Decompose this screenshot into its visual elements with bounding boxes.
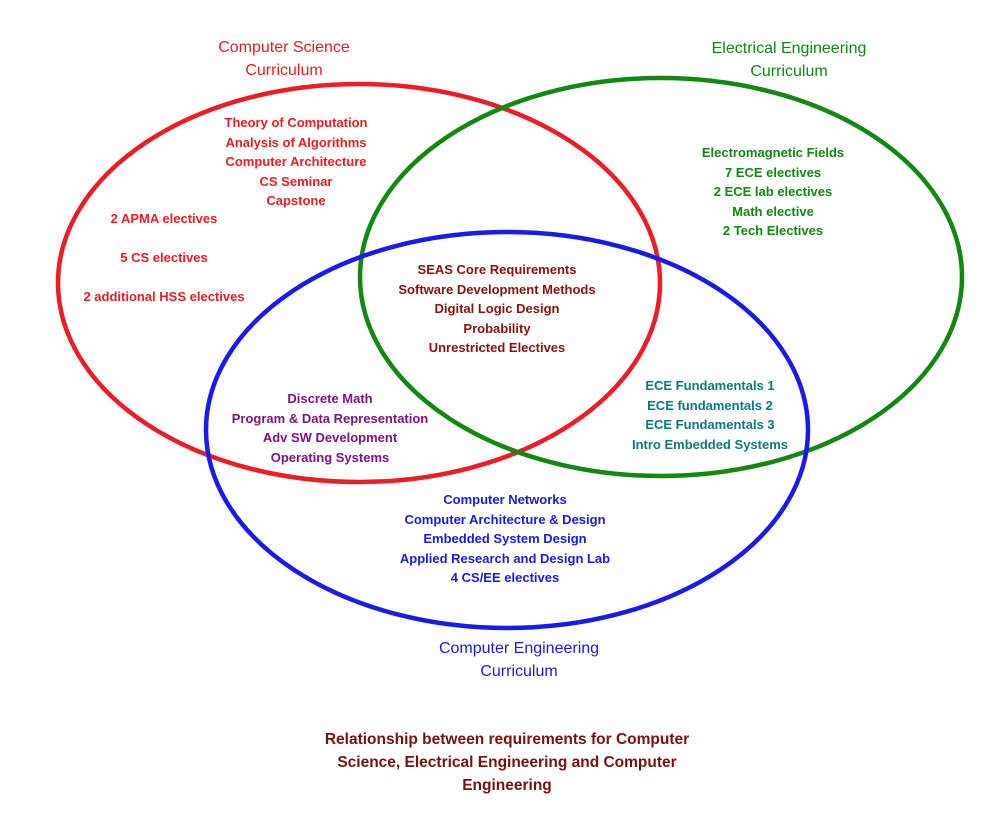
- ee-item: 7 ECE electives: [724, 164, 822, 180]
- cs-core-item: Computer Architecture: [225, 154, 367, 169]
- caption-line: Science, Electrical Engineering and Comp…: [337, 754, 677, 771]
- cs-elective-hss: 2 additional HSS electives: [64, 289, 264, 304]
- cs-ce-item: Discrete Math: [287, 391, 373, 406]
- caption-line: Relationship between requirements for Co…: [324, 731, 690, 748]
- ee-item: 2 ECE lab electives: [713, 184, 833, 199]
- all-three-overlap-list: SEAS Core Requirements Software Developm…: [367, 260, 627, 358]
- ce-circle: [203, 229, 811, 631]
- cs-ce-item: Adv SW Development: [262, 430, 398, 445]
- diagram-caption: Relationship between requirements for Co…: [257, 728, 757, 797]
- shared-item: Unrestricted Electives: [428, 340, 566, 355]
- ce-title-line-1: Computer Engineering: [438, 640, 600, 657]
- ce-list: Computer Networks Computer Architecture …: [365, 490, 645, 588]
- caption-line: Engineering: [462, 777, 552, 794]
- cs-ce-item: Program & Data Representation: [231, 410, 429, 426]
- cs-core-list: Theory of Computation Analysis of Algori…: [176, 113, 416, 211]
- ee-circle: [357, 75, 965, 479]
- cs-circle: [55, 81, 663, 485]
- cs-circle-title: Computer Science Curriculum: [184, 36, 384, 82]
- ee-title-line-1: Electrical Engineering: [711, 40, 867, 57]
- ce-item: Computer Networks: [443, 492, 567, 507]
- ce-item: Applied Research and Design Lab: [399, 550, 611, 566]
- ce-title-line-2: Curriculum: [480, 663, 558, 680]
- cs-elective-text: 2 additional HSS electives: [83, 289, 245, 304]
- ee-item: Math elective: [732, 203, 814, 219]
- ce-item: Embedded System Design: [423, 531, 587, 546]
- ee-ce-item: ECE fundamentals 2: [647, 397, 773, 413]
- shared-item: Probability: [463, 320, 531, 336]
- ce-circle-title: Computer Engineering Curriculum: [399, 637, 639, 683]
- cs-elective-text: 2 APMA electives: [110, 211, 218, 226]
- shared-item: SEAS Core Requirements: [417, 262, 577, 277]
- ce-item: Computer Architecture & Design: [404, 511, 606, 527]
- ee-ce-item: ECE Fundamentals 1: [645, 378, 775, 393]
- ee-item: Electromagnetic Fields: [701, 145, 845, 160]
- cs-elective-cs: 5 CS electives: [74, 250, 254, 265]
- cs-elective-text: 5 CS electives: [120, 250, 208, 265]
- ce-item: 4 CS/EE electives: [450, 570, 560, 585]
- cs-ce-overlap-list: Discrete Math Program & Data Representat…: [200, 389, 460, 467]
- ee-circle-title: Electrical Engineering Curriculum: [669, 37, 909, 83]
- cs-title-line-2: Curriculum: [245, 62, 323, 79]
- cs-core-item: Theory of Computation: [224, 115, 368, 130]
- ee-ce-overlap-list: ECE Fundamentals 1 ECE fundamentals 2 EC…: [600, 376, 820, 454]
- ee-ce-item: Intro Embedded Systems: [631, 436, 789, 452]
- ee-list: Electromagnetic Fields 7 ECE electives 2…: [663, 143, 883, 241]
- cs-elective-apma: 2 APMA electives: [74, 211, 254, 226]
- cs-core-item: Capstone: [266, 193, 326, 208]
- ee-ce-item: ECE Fundamentals 3: [645, 417, 775, 432]
- cs-core-item: Analysis of Algorithms: [225, 134, 367, 150]
- shared-item: Software Development Methods: [398, 281, 596, 297]
- cs-ce-item: Operating Systems: [270, 449, 390, 465]
- cs-core-item: CS Seminar: [259, 173, 333, 189]
- ee-item: 2 Tech Electives: [722, 223, 824, 238]
- shared-item: Digital Logic Design: [434, 301, 560, 316]
- ee-title-line-2: Curriculum: [750, 63, 828, 80]
- cs-title-line-1: Computer Science: [218, 39, 350, 56]
